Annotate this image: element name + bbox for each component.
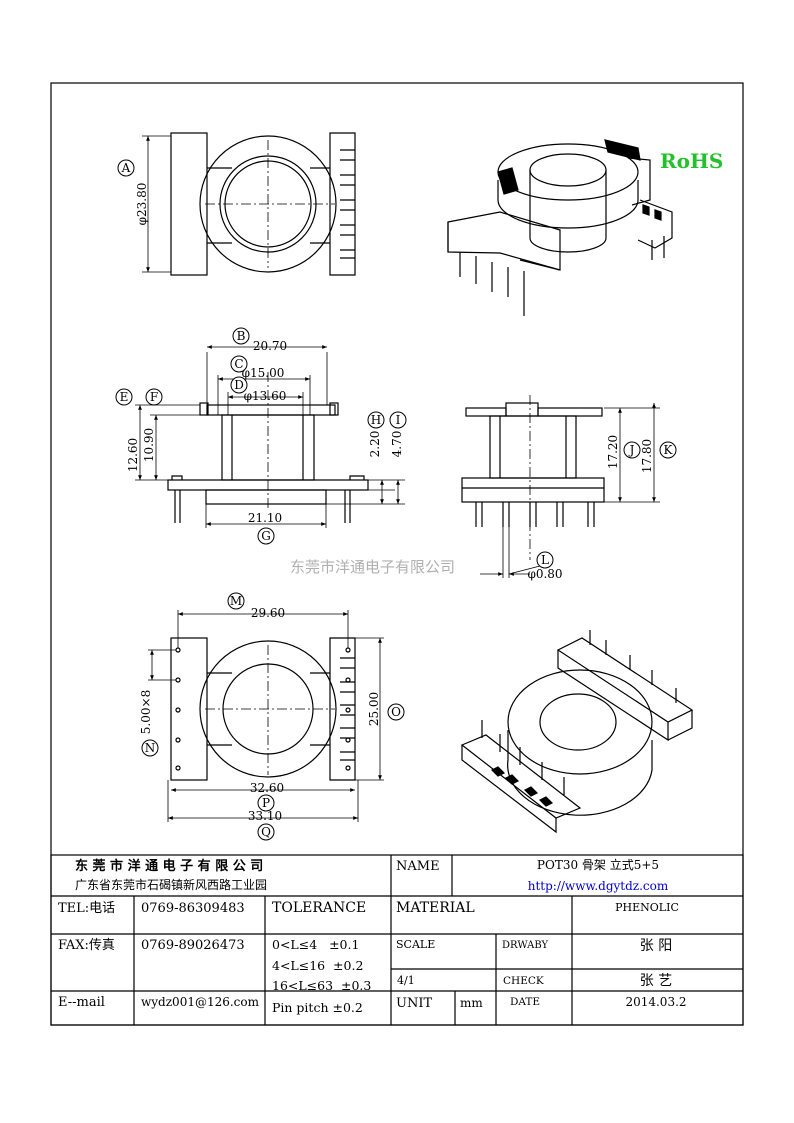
part-name: POT30 骨架 立式5+5 [537, 857, 659, 872]
callout-a: A [121, 161, 131, 175]
tolerance-line-2: 4<L≤16 ±0.2 [272, 958, 363, 973]
dim-a: φ23.80 [135, 183, 149, 226]
date-value: 2014.03.2 [625, 995, 686, 1009]
callout-b: B [237, 329, 246, 343]
tolerance-label: TOLERANCE [272, 900, 366, 916]
tel-value: 0769-86309483 [141, 901, 245, 916]
callout-p: P [262, 796, 270, 810]
callout-g: G [261, 529, 271, 543]
dim-m: 29.60 [251, 606, 285, 620]
callout-q: Q [261, 825, 271, 839]
callout-m: M [230, 594, 242, 608]
scale-value: 4/1 [397, 974, 415, 987]
tolerance-line-3: 16<L≤63 ±0.3 [272, 978, 371, 993]
dim-l: φ0.80 [527, 567, 562, 581]
tolerance-line-4: Pin pitch ±0.2 [272, 1000, 363, 1015]
callout-j: J [628, 443, 635, 457]
dim-p: 32.60 [250, 781, 284, 795]
dim-g: 21.10 [248, 511, 282, 525]
dim-j: 17.20 [606, 435, 620, 469]
website[interactable]: http://www.dgytdz.com [528, 879, 669, 893]
watermark: 东莞市洋通电子有限公司 [290, 558, 455, 576]
dim-b: 20.70 [253, 339, 287, 353]
callout-l: L [541, 553, 549, 567]
fax-label: FAX:传真 [58, 938, 115, 953]
unit-label: UNIT [396, 996, 432, 1011]
name-label: NAME [396, 859, 440, 874]
dim-f: 10.90 [142, 428, 156, 462]
top-view [142, 132, 356, 276]
draw-label: DRWABY [502, 940, 549, 951]
check-label: CHECK [503, 975, 544, 987]
callout-e: E [120, 390, 129, 404]
iso-view-top [447, 139, 673, 316]
title-block-grid [50, 854, 744, 1026]
date-label: DATE [510, 996, 540, 1008]
callout-k: K [664, 443, 674, 457]
dim-d: φ13.60 [244, 389, 287, 403]
callout-h: H [371, 413, 381, 427]
dim-e: 12.60 [126, 438, 140, 472]
dim-o: 25.00 [367, 692, 381, 726]
fax-value: 0769-89026473 [141, 938, 245, 953]
iso-view-bottom [460, 630, 694, 834]
callout-o: O [391, 705, 401, 719]
callout-i: I [396, 413, 401, 427]
scale-label: SCALE [396, 938, 435, 951]
callout-f: F [150, 390, 158, 404]
front-view [135, 345, 405, 528]
dim-k: 17.80 [640, 439, 654, 473]
dim-n: 5.00×8 [139, 690, 153, 734]
dim-i: 4.70 [390, 431, 404, 458]
company-name: 东 莞 市 洋 通 电 子 有 限 公 司 [75, 858, 263, 874]
callout-c: C [234, 357, 243, 371]
material-value: PHENOLIC [615, 901, 679, 914]
tolerance-line-1: 0<L≤4 ±0.1 [272, 937, 359, 952]
rohs-label: RoHS [660, 149, 723, 173]
tel-label: TEL:电话 [58, 901, 115, 916]
callout-d: D [234, 378, 244, 392]
material-label: MATERIAL [396, 900, 475, 916]
check-by: 张 艺 [640, 973, 672, 989]
dim-c: φ15.00 [242, 366, 285, 380]
company-address: 广东省东莞市石碣镇新风西路工业园 [75, 877, 267, 892]
email-label: E--mail [58, 995, 105, 1010]
callout-n: N [145, 741, 156, 755]
side-view [461, 395, 660, 578]
bottom-view [148, 610, 384, 822]
draw-by: 张 阳 [640, 938, 672, 954]
email-value[interactable]: wydz001@126.com [141, 995, 260, 1009]
dim-h: 2.20 [368, 431, 382, 458]
dim-q: 33.10 [248, 809, 282, 823]
unit-value: mm [460, 996, 483, 1010]
